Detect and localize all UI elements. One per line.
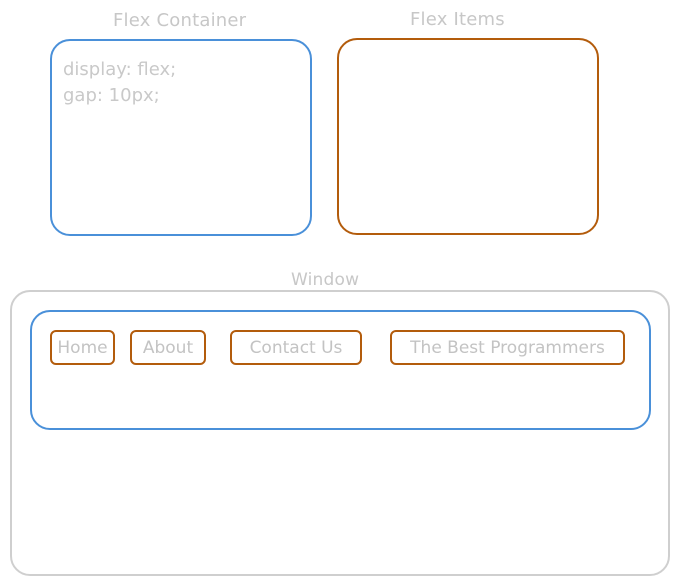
code-line-display: display: flex; [63, 59, 177, 80]
window-label: Window [291, 270, 360, 290]
nav-flex-container [30, 310, 651, 430]
flex-items-label: Flex Items [410, 9, 505, 30]
flex-items-legend-box [337, 38, 599, 235]
nav-item-contact-us[interactable]: Contact Us [230, 330, 362, 365]
window-frame [10, 290, 670, 576]
flex-container-code: display: flex; gap: 10px; [63, 57, 176, 109]
flex-container-legend-box [50, 39, 312, 236]
code-line-gap: gap: 10px; [63, 85, 160, 106]
nav-item-home[interactable]: Home [50, 330, 115, 365]
nav-item-the-best-programmers[interactable]: The Best Programmers [390, 330, 625, 365]
nav-item-about[interactable]: About [130, 330, 206, 365]
flex-container-label: Flex Container [113, 10, 247, 31]
